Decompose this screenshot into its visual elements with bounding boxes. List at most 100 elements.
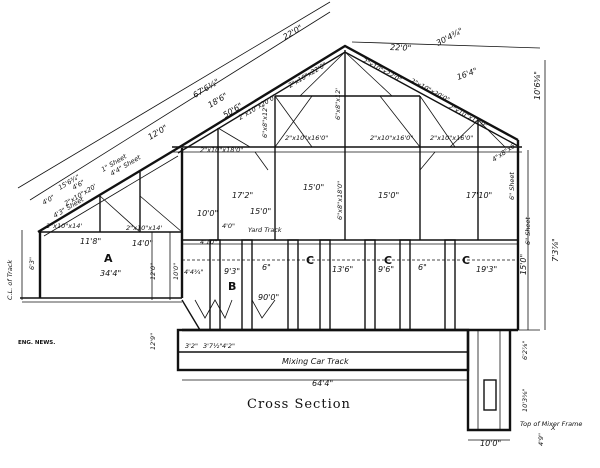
brace <box>449 119 479 148</box>
base-label: 4'2" <box>222 342 235 350</box>
bin-label: 6" <box>418 263 427 272</box>
dim-label: 4'0" <box>41 193 56 207</box>
dimension-lines <box>17 1 546 441</box>
bin-post <box>399 239 411 331</box>
vertical-label: 7'3⅞" <box>551 238 560 262</box>
lean-to-label: 14'0" <box>132 239 153 248</box>
rafter-label: 2"x10"x16'0" <box>430 134 473 142</box>
brace <box>419 151 436 171</box>
cl-track-label: C.L. of Track <box>6 260 14 300</box>
dimension-line <box>17 1 331 189</box>
bin-label: 9'6" <box>378 265 394 274</box>
vertical-label: 10'3⅝" <box>521 389 529 412</box>
base-label: 3'7½" <box>203 342 222 350</box>
dim-label: 30'4¾" <box>435 26 465 48</box>
base-label: 3'2" <box>185 342 198 350</box>
bin-post <box>319 239 331 331</box>
bottom-dim: 64'4" <box>312 379 333 388</box>
sheet-label: 6" Sheet <box>524 217 532 245</box>
vertical-label: 10'0" <box>172 263 180 280</box>
vertical-label: 6'3" <box>28 257 36 270</box>
mark-c: C <box>384 254 392 267</box>
lean-to-roof-inner <box>43 155 179 237</box>
bin-post <box>241 239 253 331</box>
mark-label: 4'0" <box>222 222 235 230</box>
lean-to-label: 2"x10"x14' <box>126 224 162 232</box>
bin-post <box>364 239 376 331</box>
lean-to-label: 2"x10"x14' <box>46 222 82 230</box>
brace <box>419 95 456 148</box>
rafter-label: 2"x10"x16'0" <box>285 134 328 142</box>
vertical-label: 6'2⅞" <box>521 341 529 360</box>
lean-to-roof <box>37 146 179 234</box>
vertical-label: 12'0" <box>149 263 157 280</box>
vertical-label: 12'9" <box>149 333 157 350</box>
bin-label: 9'3" <box>224 267 240 276</box>
span-label: 15'0" <box>303 183 324 192</box>
roof-truss <box>172 44 522 240</box>
mark-x: X <box>550 424 556 432</box>
brace <box>217 127 251 148</box>
dim-label: 22'0" <box>390 43 411 53</box>
mark-b: B <box>228 280 236 293</box>
mark-a: A <box>104 252 113 265</box>
lean-to-label: 11'8" <box>80 237 101 246</box>
bin-post <box>287 239 299 331</box>
dimension-line <box>351 41 541 49</box>
yard-track-label: Yard Track <box>248 226 282 234</box>
dim-label: 18'6" <box>206 91 229 110</box>
drawing-title: Cross Section <box>247 397 351 412</box>
hopper-truss <box>194 299 233 319</box>
lean-to-label: 34'4" <box>100 269 121 278</box>
bin-label: 13'6" <box>332 265 353 274</box>
rafter-label: 2"x10"x18'0" <box>200 146 243 154</box>
bottom-dim: 10'0" <box>480 439 501 448</box>
hopper-truss <box>251 299 276 319</box>
mark-label: 4'10" <box>200 238 217 246</box>
bin-label: 19'3" <box>476 265 497 274</box>
post-label: 6"x8"x18'0" <box>336 181 344 220</box>
dim-label: 16'4" <box>456 66 479 82</box>
brace <box>379 95 421 148</box>
vertical-label: 4'9" <box>537 433 545 446</box>
mixer-frame-label: Top of Mixer Frame <box>520 420 582 428</box>
dim-label: 12'0" <box>146 123 169 142</box>
span-label: 15'0" <box>378 191 399 200</box>
lean-to <box>20 146 184 303</box>
bin-post <box>444 239 456 331</box>
dimension-line <box>29 11 331 201</box>
mixing-track-label: Mixing Car Track <box>282 357 349 366</box>
roof-rafter-line <box>177 44 519 150</box>
rafter-label: 2"x10"x16'0" <box>370 134 413 142</box>
brace <box>344 51 393 97</box>
post-label: 6"x8"x12' <box>261 106 269 138</box>
bins <box>181 140 520 332</box>
sheet-label: 6" Sheet <box>508 172 516 200</box>
rafter-label: 2"x10"x18'0" <box>447 103 489 130</box>
brace <box>477 119 506 148</box>
brace <box>274 95 313 148</box>
bin-label: 6" <box>262 263 271 272</box>
mark-c: C <box>306 254 314 267</box>
rafter-label: 2"x10"x22'0" <box>361 57 403 84</box>
dim-label: 10'6⅝" <box>533 71 542 100</box>
vertical-label: 15'0" <box>519 254 528 275</box>
span-label: 17'10" <box>466 191 492 200</box>
brace <box>254 151 269 171</box>
dim-label: 22'0" <box>281 23 304 42</box>
brace <box>299 51 346 97</box>
span-label: 10'0" <box>197 209 218 218</box>
span-label: 17'2" <box>232 191 253 200</box>
bin-label: 4'4¾" <box>184 268 203 276</box>
bin-post <box>209 239 221 331</box>
rafter-label: 2"x10"x22'0" <box>287 61 328 90</box>
foundation <box>176 328 540 432</box>
base-label: 90'0" <box>258 293 279 302</box>
mark-c: C <box>462 254 470 267</box>
mixer <box>483 379 497 411</box>
credit: ENG. NEWS. <box>18 340 55 346</box>
lean-to-brace <box>139 195 183 233</box>
span-label: 15'0" <box>250 207 271 216</box>
